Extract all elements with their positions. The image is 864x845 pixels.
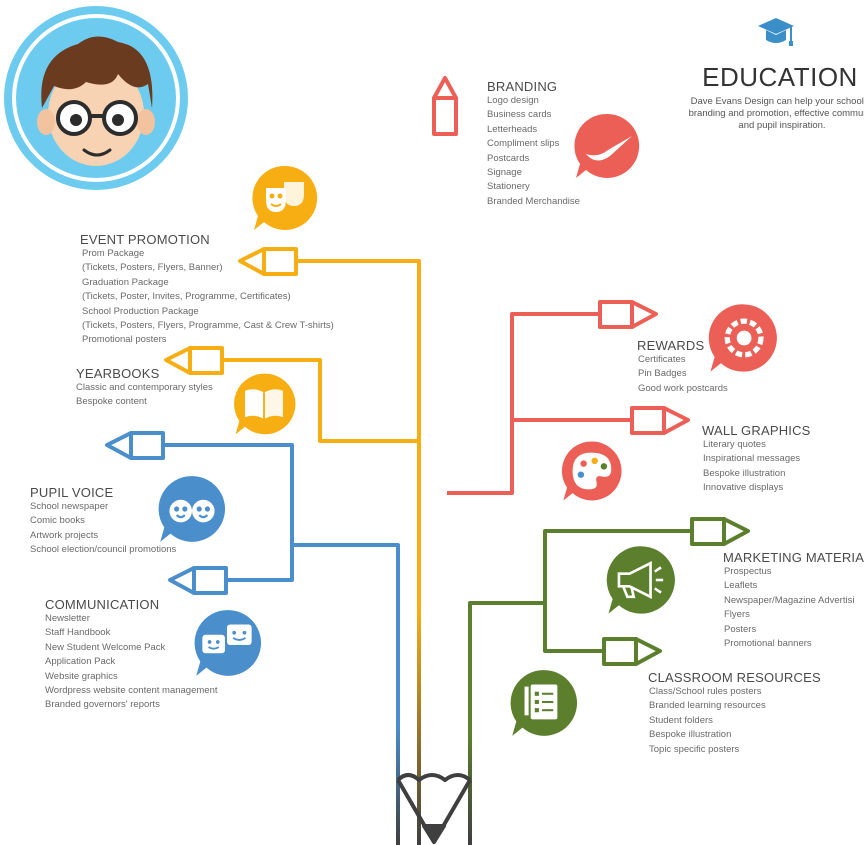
list-item: Leaflets	[724, 580, 758, 592]
event-promotion-branch	[164, 247, 421, 845]
open-book-icon	[234, 373, 296, 435]
list-item: Inspirational messages	[703, 453, 801, 465]
section-title: REWARDS	[637, 338, 705, 353]
list-item: Signage	[487, 167, 522, 179]
list-item: Pin Badges	[638, 368, 687, 380]
page-title: EDUCATION	[702, 62, 858, 92]
pupils-faces-icon	[158, 476, 226, 542]
list-item: Artwork projects	[30, 529, 99, 541]
list-item: Postcards	[487, 152, 530, 164]
award-badge-icon	[708, 304, 777, 372]
list-item: Compliment slips	[487, 138, 560, 150]
list-item: Prom Package	[82, 248, 145, 259]
section-classroom-resources: CLASSROOM RESOURCES Class/School rules p…	[648, 671, 821, 757]
pencil-tip	[396, 773, 472, 844]
tick-swoosh-icon	[574, 113, 640, 178]
list-item: Classic and contemporary styles	[76, 382, 213, 393]
list-item: Posters	[724, 623, 757, 635]
list-item: Bespoke illustration	[703, 467, 786, 479]
list-item: Bespoke illustration	[649, 729, 732, 741]
list-item: Student folders	[649, 714, 713, 726]
list-item: (Tickets, Poster, Invites, Programme, Ce…	[82, 291, 291, 303]
list-item: Bespoke content	[76, 396, 147, 408]
list-item: (Tickets, Posters, Flyers, Banner)	[82, 262, 223, 274]
list-item: New Student Welcome Pack	[45, 641, 166, 653]
list-item: Comic books	[30, 515, 85, 527]
list-item: School Production Package	[82, 305, 199, 317]
graduation-cap-icon	[758, 18, 794, 46]
list-item: Prospectus	[724, 566, 772, 577]
avatar	[4, 6, 188, 190]
section-title: CLASSROOM RESOURCES	[648, 670, 821, 685]
list-item: Innovative displays	[703, 482, 784, 494]
list-item: Branded learning resources	[649, 700, 766, 712]
list-item: Topic specific posters	[649, 743, 740, 755]
list-item: Application Pack	[45, 656, 116, 668]
list-item: Graduation Package	[82, 276, 169, 288]
list-item: Class/School rules posters	[649, 686, 762, 697]
section-title: COMMUNICATION	[45, 597, 160, 612]
list-item: (Tickets, Posters, Flyers, Programme, Ca…	[82, 320, 334, 332]
list-item: Stationery	[487, 181, 530, 193]
section-title: EVENT PROMOTION	[80, 232, 210, 247]
pupil-voice-branch	[105, 431, 400, 845]
section-title: MARKETING MATERIAL	[723, 551, 864, 565]
list-item: Good work postcards	[638, 382, 728, 394]
list-item: Branded governors' reports	[45, 699, 160, 711]
list-item: Promotional posters	[82, 334, 167, 346]
section-title: BRANDING	[487, 79, 558, 94]
list-item: Flyers	[724, 609, 750, 621]
list-item: Promotional banners	[724, 638, 812, 650]
list-item: Wordpress website content management	[45, 685, 218, 697]
item-list: Prom Package (Tickets, Posters, Flyers, B…	[82, 247, 334, 348]
section-title: YEARBOOKS	[76, 366, 160, 381]
description-line: and pupil inspiration.	[738, 120, 826, 131]
list-item: School newspaper	[30, 501, 109, 512]
document-list-icon	[510, 670, 578, 736]
branding-pencil	[432, 76, 458, 845]
description-line: branding and promotion, effective commun…	[688, 108, 864, 119]
list-item: Website graphics	[45, 670, 118, 682]
list-item: Logo design	[487, 95, 539, 106]
list-item: Branded Merchandise	[487, 195, 580, 207]
list-item: Certificates	[638, 354, 686, 365]
list-item: Literary quotes	[703, 439, 766, 450]
megaphone-icon	[606, 546, 675, 614]
rewards-branch	[447, 300, 690, 495]
list-item: Newsletter	[45, 613, 90, 624]
section-title: WALL GRAPHICS	[702, 423, 811, 438]
list-item: Newspaper/Magazine Advertisi	[724, 594, 855, 606]
list-item: School election/council promotions	[30, 544, 177, 556]
marketing-branch	[468, 517, 750, 845]
list-item: Business cards	[487, 109, 552, 121]
paint-palette-icon	[561, 441, 622, 501]
section-title: PUPIL VOICE	[30, 485, 114, 500]
theatre-masks-icon	[252, 165, 318, 230]
description-line: Dave Evans Design can help your school w	[690, 96, 864, 107]
list-item: Staff Handbook	[45, 627, 111, 639]
list-item: Letterheads	[487, 123, 538, 135]
education-description: Dave Evans Design can help your school w…	[652, 96, 864, 132]
section-yearbooks: YEARBOOKS Classic and contemporary style…	[76, 367, 213, 410]
chat-faces-icon	[194, 610, 262, 676]
section-event-promotion: EVENT PROMOTION Prom Package (Tickets, Po…	[80, 233, 334, 348]
